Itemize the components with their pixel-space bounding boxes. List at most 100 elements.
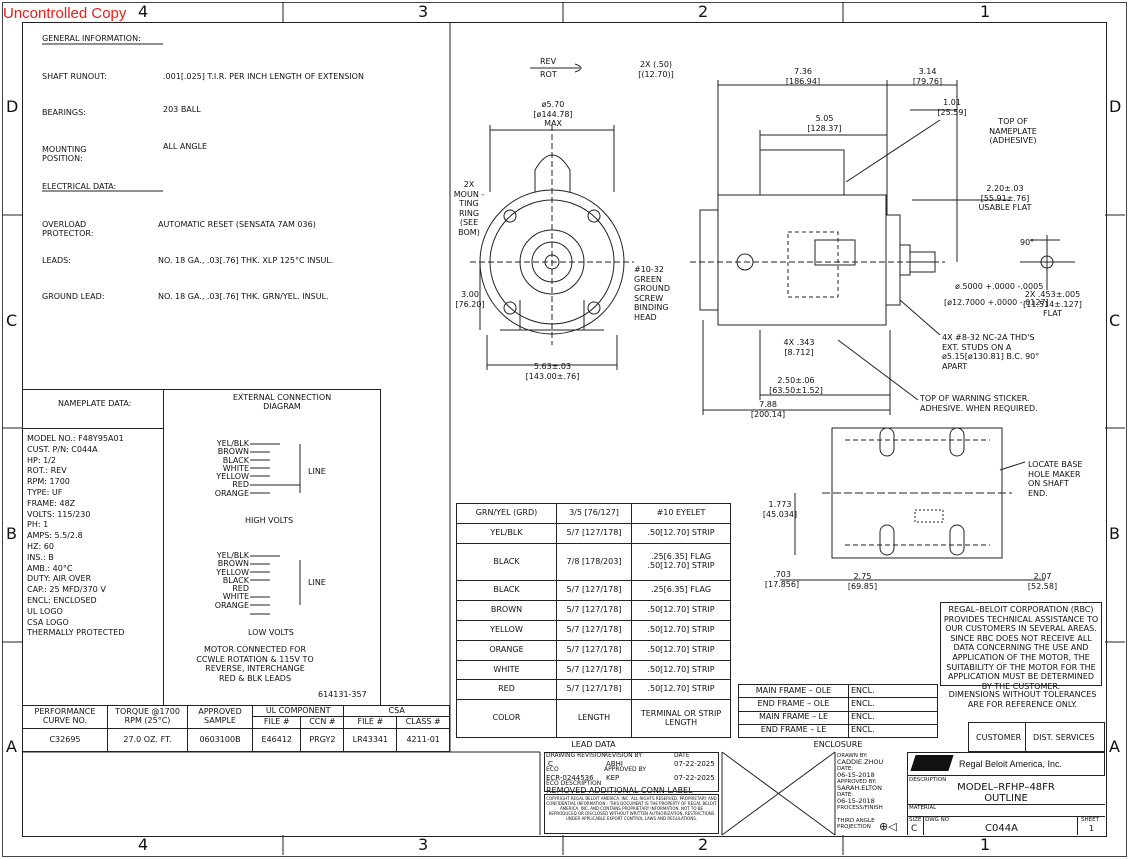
- customer-divider: [1025, 722, 1026, 752]
- ground-lead-value: NO. 18 GA., .03[.76] THK. GRN/YEL. INSUL…: [158, 292, 329, 301]
- perf-h-csa-file: FILE #: [343, 716, 398, 729]
- perf-curve: C32695: [22, 728, 108, 752]
- hv-lead-5: YELLOW: [216, 472, 249, 482]
- lead-row-4-terminal: .25[6.35] FLAG: [631, 580, 731, 602]
- lead-row-3-terminal: .25[6.35] FLAG .50[12.70] STRIP: [631, 542, 731, 582]
- nameplate-hz: HZ: 60: [27, 541, 54, 551]
- hv-lead-2: BROWN: [217, 447, 249, 457]
- dim-50: 2X (.50) [(12.70)]: [638, 60, 674, 79]
- company-name: Regal Beloit America, Inc.: [959, 759, 1063, 769]
- lead-row-7-length: 5/7 [127/178]: [556, 639, 632, 661]
- lv-lead-1: YEL/BLK: [216, 551, 249, 560]
- lv-line-label: LINE: [308, 578, 326, 587]
- nameplate-box: [22, 389, 381, 706]
- encl-row-4-part: END FRAME – LE: [738, 723, 849, 739]
- lead-row-5-length: 5/7 [127/178]: [556, 600, 632, 621]
- dim-ground-screw: #10-32 GREEN GROUND SCREW BINDING HEAD: [634, 265, 671, 322]
- revision-grid: [544, 752, 719, 792]
- connection-header: EXTERNAL CONNECTION DIAGRAM: [232, 393, 332, 412]
- perf-h-csa: CSA: [343, 705, 450, 717]
- zone-left-a: A: [6, 737, 17, 756]
- warning-sticker-note: TOP OF WARNING STICKER. ADHESIVE. WHEN R…: [920, 394, 1038, 413]
- overload-label: OVERLOAD PROTECTOR:: [42, 220, 94, 239]
- nameplate-frame: FRAME: 48Z: [27, 498, 76, 508]
- overload-value: AUTOMATIC RESET (SENSATA 7AM 036): [158, 220, 316, 229]
- perf-h-ul: UL COMPONENT: [251, 705, 345, 717]
- lead-row-4-length: 5/7 [127/178]: [556, 580, 632, 602]
- rev-drawing-label: DRAWING REVISION: [546, 752, 606, 759]
- hv-lead-7: ORANGE: [214, 488, 249, 498]
- company-logo-icon: [910, 755, 954, 771]
- lead-row-3-color: BLACK: [456, 542, 557, 582]
- lead-row-5-color: BROWN: [456, 600, 557, 621]
- encl-row-3-part: MAIN FRAME – LE: [738, 710, 849, 725]
- rev-letter: C: [548, 760, 553, 768]
- nameplate-ul: UL LOGO: [27, 606, 63, 616]
- ground-lead-label: GROUND LEAD:: [42, 292, 105, 301]
- dwg-number: C044A: [985, 823, 1018, 834]
- rev-by-label: REVISION BY: [604, 752, 642, 759]
- drawing-frame: [22, 22, 1107, 837]
- dim-570: ø5.70 [ø144.78] MAX: [533, 100, 573, 129]
- lead-data-caption: LEAD DATA: [571, 740, 616, 749]
- lead-row-4-color: BLACK: [456, 580, 557, 602]
- zone-bottom-4: 4: [138, 835, 149, 854]
- general-title: GENERAL INFORMATION:: [42, 34, 141, 43]
- outline-title: OUTLINE: [984, 793, 1028, 804]
- encl-row-3-type: ENCL.: [848, 710, 938, 725]
- description-label: DESCRIPTION: [909, 777, 947, 783]
- nameplate-amb: AMB.: 40°C: [27, 563, 73, 573]
- lead-row-2-terminal: .50[12.70] STRIP: [631, 522, 731, 544]
- nameplate-type: TYPE: UF: [27, 487, 63, 497]
- approved-name: SARAH.ELTON: [837, 784, 883, 792]
- nameplate-ins: INS.: B: [27, 552, 54, 562]
- nameplate-amps: AMPS: 5.5/2.8: [27, 531, 83, 541]
- approved-date-label: DATE:: [837, 792, 854, 798]
- revision-block: DRAWING REVISION REVISION BY DATE C ABHI…: [544, 752, 722, 835]
- low-volts-leads: YEL/BLK BROWN YELLOW BLACK RED WHITE ORA…: [205, 551, 249, 610]
- material-divider: [907, 804, 1105, 805]
- shaft-dia: ø.5000 +.0000 -.0005: [955, 282, 1044, 291]
- lead-row-1-color: GRN/YEL (GRD): [456, 503, 557, 524]
- projection-icon: ⊕◁: [879, 820, 897, 833]
- dim-250: 2.50±.06 [63.50±1.52]: [769, 376, 823, 395]
- zone-left-d: D: [6, 97, 19, 116]
- nameplate-rpm: RPM: 1700: [27, 477, 70, 487]
- dim-flat: 2X .453±.005 [11.514±.127] FLAT: [1023, 290, 1082, 319]
- dwg-row: [907, 816, 1105, 836]
- dim-1773: 1.773 [45.034]: [762, 500, 798, 519]
- lv-lead-3: YELLOW: [216, 567, 249, 577]
- sheet-label: SHEET: [1081, 817, 1099, 823]
- connection-note: MOTOR CONNECTED FOR CCWLE ROTATION & 115…: [196, 645, 314, 683]
- sheet-number: 1: [1089, 824, 1095, 833]
- lv-lead-6: WHITE: [222, 592, 249, 602]
- customer-box: [968, 722, 1105, 752]
- lead-row-2-length: 5/7 [127/178]: [556, 522, 632, 544]
- rev-by: ABHI: [606, 760, 623, 768]
- approved-date-value: 06-15-2018: [837, 797, 875, 805]
- shaft-dia-mm: [ø12.7000 +.0000 -.0127]: [944, 298, 1049, 307]
- nameplate-hp: HP: 1/2: [27, 455, 56, 465]
- title-block: DRAWN BY: CADDIE.ZHOU DATE: 06-15-2018 A…: [835, 752, 1105, 835]
- nameplate-cust-pn: CUST. P/N: C044A: [27, 444, 98, 454]
- approved-by-label: APPROVED BY: [604, 766, 647, 773]
- performance-table: PERFORMANCE CURVE NO. TORQUE @1700 RPM (…: [22, 705, 450, 752]
- nameplate-divider: [163, 389, 164, 705]
- zone-top-4: 4: [138, 2, 149, 21]
- drawn-date-label: DATE:: [837, 766, 854, 772]
- lead-row-9-terminal: .50[12.70] STRIP: [631, 679, 731, 701]
- lead-head-terminal: TERMINAL OR STRIP LENGTH: [631, 699, 731, 738]
- dim-101: 1.01 [25.59]: [937, 98, 967, 117]
- nameplate-model: MODEL NO.: F48Y95A01: [27, 434, 124, 443]
- eco-desc: REMOVED ADDITIONAL CONN LABEL: [546, 786, 693, 795]
- zone-left-b: B: [6, 524, 17, 543]
- lead-row-6-terminal: .50[12.70] STRIP: [631, 619, 731, 641]
- dist-services-label: DIST. SERVICES: [1033, 733, 1095, 742]
- lead-row-6-length: 5/7 [127/178]: [556, 619, 632, 641]
- lead-head-color: COLOR: [456, 699, 557, 738]
- process-label: PROCESS/FINISH: [837, 805, 883, 811]
- leads-label: LEADS:: [42, 256, 71, 265]
- lead-row-7-terminal: .50[12.70] STRIP: [631, 639, 731, 661]
- hv-line-label: LINE: [308, 467, 326, 476]
